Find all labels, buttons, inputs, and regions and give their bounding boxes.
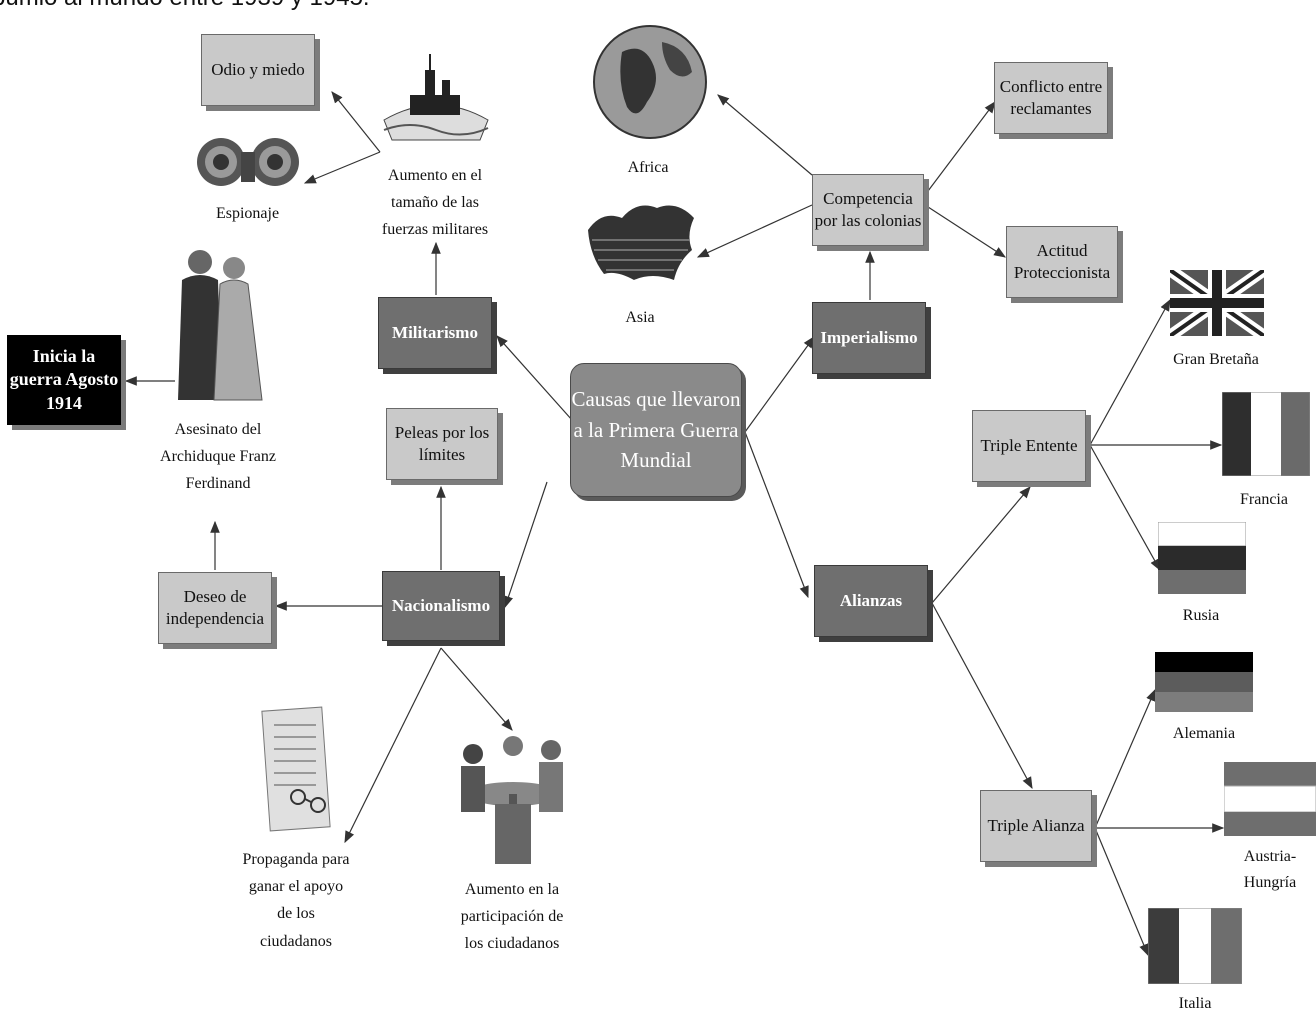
node-triple-entente-label: Triple Entente bbox=[980, 435, 1078, 455]
globe-icon bbox=[593, 25, 707, 139]
node-militarismo-label: Militarismo bbox=[392, 322, 478, 342]
node-francia-label: Francia bbox=[1240, 491, 1288, 508]
royal-couple-icon bbox=[178, 250, 263, 401]
link-entente-gb bbox=[1089, 298, 1171, 446]
node-alemania-label: Alemania bbox=[1172, 725, 1236, 742]
warship-icon bbox=[383, 54, 489, 141]
link-aumento-espionaje bbox=[303, 151, 381, 184]
node-nacionalismo[interactable]: Nacionalismo bbox=[382, 571, 500, 641]
link-center-alianzas bbox=[744, 431, 809, 599]
node-aumento-fuerzas-label: Aumento en el tamaño de las fuerzas mili… bbox=[381, 167, 489, 239]
node-conflicto[interactable]: Conflicto entre reclamantes bbox=[994, 62, 1108, 134]
link-competencia-asia bbox=[696, 204, 813, 258]
node-deseo-independencia-label: Deseo de independencia bbox=[165, 586, 265, 628]
node-alianzas-label: Alianzas bbox=[839, 590, 903, 610]
node-competencia[interactable]: Competencia por las colonias bbox=[812, 174, 924, 246]
node-asesinato-label: Asesinato del Archiduque Franz Ferdinand bbox=[160, 421, 276, 493]
node-gran-bretana-label: Gran Bretaña bbox=[1173, 351, 1259, 368]
binoculars-icon bbox=[197, 138, 299, 186]
node-italia-label: Italia bbox=[1178, 995, 1212, 1012]
china-map-icon bbox=[588, 205, 694, 280]
node-inicia-guerra-label: Inicia la guerra Agosto 1914 bbox=[9, 345, 119, 413]
node-imperialismo[interactable]: Imperialismo bbox=[812, 302, 926, 374]
flag-icon-alemania bbox=[1155, 652, 1253, 712]
node-triple-entente[interactable]: Triple Entente bbox=[972, 410, 1086, 482]
node-participacion-label: Aumento en la participación de los ciuda… bbox=[460, 881, 564, 953]
node-peleas[interactable]: Peleas por los límites bbox=[386, 408, 498, 480]
link-nacionalismo-propaganda bbox=[344, 647, 442, 844]
link-alianzas-entente bbox=[931, 486, 1031, 604]
newspaper-icon bbox=[261, 706, 331, 832]
link-competencia-actitud bbox=[924, 204, 1007, 258]
node-militarismo[interactable]: Militarismo bbox=[378, 297, 492, 369]
node-odio-miedo[interactable]: Odio y miedo bbox=[201, 34, 315, 106]
center-topic[interactable]: Causas que llevaron a la Primera Guerra … bbox=[570, 363, 742, 497]
link-center-imperialismo bbox=[744, 336, 815, 433]
node-rusia-label: Rusia bbox=[1182, 607, 1220, 624]
link-center-militarismo bbox=[496, 335, 573, 421]
header-text: bumió al mundo entre 1939 y 1945. bbox=[0, 0, 370, 12]
link-nacionalismo-participacion bbox=[440, 647, 513, 731]
meeting-icon bbox=[461, 736, 563, 864]
link-alianzas-alianza bbox=[931, 602, 1033, 790]
link-alianza-alemania bbox=[1094, 688, 1156, 829]
node-nacionalismo-label: Nacionalismo bbox=[391, 595, 491, 615]
node-inicia-guerra[interactable]: Inicia la guerra Agosto 1914 bbox=[7, 335, 121, 425]
node-triple-alianza[interactable]: Triple Alianza bbox=[980, 790, 1092, 862]
node-deseo-independencia[interactable]: Deseo de independencia bbox=[158, 572, 272, 644]
link-competencia-africa bbox=[717, 94, 813, 176]
node-competencia-label: Competencia por las colonias bbox=[814, 188, 922, 230]
center-topic-label: Causas que llevaron a la Primera Guerra … bbox=[571, 387, 741, 473]
link-competencia-conflicto bbox=[924, 101, 996, 196]
link-entente-rusia bbox=[1089, 444, 1161, 572]
node-propaganda-label: Propaganda para ganar el apoyo de los ci… bbox=[242, 851, 350, 950]
flag-icon-francia bbox=[1222, 392, 1310, 476]
flag-icon-rusia bbox=[1158, 522, 1246, 594]
node-alianzas[interactable]: Alianzas bbox=[814, 565, 928, 637]
node-peleas-label: Peleas por los límites bbox=[394, 422, 490, 464]
node-triple-alianza-label: Triple Alianza bbox=[987, 815, 1085, 835]
link-aumento-odio bbox=[331, 91, 381, 153]
node-asia-label: Asia bbox=[625, 309, 655, 326]
node-actitud[interactable]: Actitud Proteccionista bbox=[1006, 226, 1118, 298]
node-imperialismo-label: Imperialismo bbox=[820, 327, 918, 347]
node-africa-label: Africa bbox=[627, 159, 669, 176]
node-conflicto-label: Conflicto entre reclamantes bbox=[999, 76, 1103, 118]
node-austria-label: Austria-Hungría bbox=[1243, 848, 1297, 891]
node-actitud-label: Actitud Proteccionista bbox=[1013, 240, 1111, 282]
link-center-nacionalismo bbox=[503, 481, 548, 609]
link-alianza-italia bbox=[1094, 827, 1149, 957]
flag-icon-austria-hungria bbox=[1224, 762, 1316, 836]
node-odio-miedo-label: Odio y miedo bbox=[211, 59, 305, 79]
flag-icon-italia bbox=[1148, 908, 1242, 984]
node-espionaje-label: Espionaje bbox=[215, 205, 280, 222]
flag-icon-gran-bretana bbox=[1170, 270, 1264, 336]
